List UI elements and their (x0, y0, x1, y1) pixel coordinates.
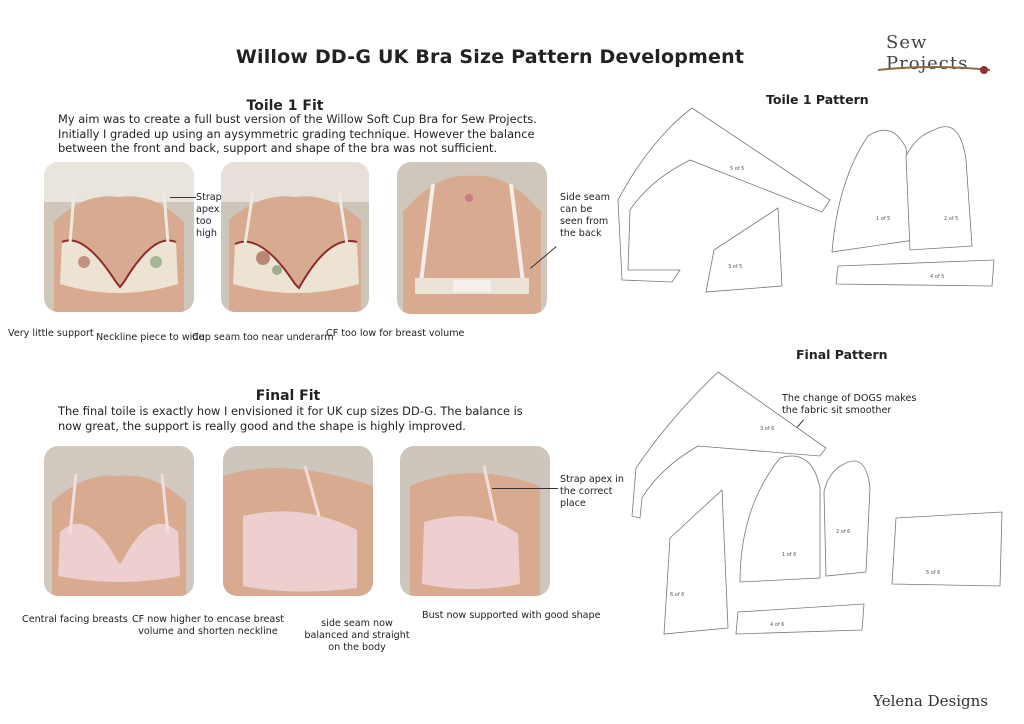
pattern-piece (735, 603, 865, 635)
pattern-piece (631, 371, 827, 519)
ann-cf-higher: CF now higher to encase breast volume an… (131, 614, 285, 637)
final-pattern-drawing: 3 of 6 1 of 6 2 of 6 5 of 6 6 of 6 4 of … (631, 371, 1003, 635)
pattern-piece (905, 126, 973, 251)
ann-line (492, 488, 558, 489)
ann-side-seam: Side seam can be seen from the back (560, 192, 610, 239)
piece-label: 5 of 6 (926, 570, 940, 576)
toile1-heading: Toile 1 Fit (246, 98, 324, 114)
piece-label: 5 of 5 (730, 166, 744, 172)
final-side-photo (223, 446, 373, 596)
toile1-pattern-drawing: 5 of 5 1 of 5 2 of 5 3 of 5 4 of 5 (617, 107, 995, 293)
ann-cf-low: CF too low for breast volume (326, 328, 465, 339)
piece-label: 2 of 6 (836, 529, 850, 535)
toile1-angle-photo (221, 162, 369, 312)
piece-label: 1 of 5 (876, 216, 890, 222)
final-description: The final toile is exactly how I envisio… (58, 404, 523, 433)
final-side2-photo (400, 446, 550, 596)
pattern-piece (823, 460, 871, 577)
ann-side-seam-balanced: side seam now balanced and straight on t… (304, 618, 410, 653)
piece-label: 1 of 6 (782, 552, 796, 558)
ann-neckline-wide: Neckline piece to wide (96, 332, 205, 343)
toile1-description: My aim was to create a full bust version… (58, 112, 537, 155)
final-front-photo (44, 446, 194, 596)
needle-icon (877, 66, 991, 74)
logo-text: Sew Projects (886, 32, 969, 74)
piece-label: 4 of 5 (930, 274, 944, 280)
footer-brand: Yelena Designs (873, 692, 988, 710)
piece-label: 4 of 6 (770, 622, 784, 628)
ann-little-support: Very little support (8, 328, 94, 339)
ann-strap-apex-correct: Strap apex in the correct place (560, 474, 624, 509)
sew-projects-logo: Sew Projects (872, 30, 1002, 80)
toile1-front-photo (44, 162, 194, 312)
pattern-piece (739, 455, 821, 583)
ann-central-facing: Central facing breasts (22, 614, 128, 625)
ann-cup-seam: Cup seam too near underarm (192, 332, 334, 343)
ann-strap-apex: Strap apex too high (196, 192, 222, 239)
pattern-piece (891, 511, 1003, 587)
piece-label: 2 of 5 (944, 216, 958, 222)
pattern-piece (705, 207, 783, 293)
pattern-piece (663, 489, 729, 635)
piece-label: 3 of 6 (760, 426, 774, 432)
toile1-pattern-title: Toile 1 Pattern (766, 92, 869, 107)
piece-label: 3 of 5 (728, 264, 742, 270)
dogs-note: The change of DOGS makes the fabric sit … (782, 393, 917, 416)
final-pattern-title: Final Pattern (796, 347, 888, 362)
ann-line (170, 197, 196, 198)
ann-bust-supported: Bust now supported with good shape (422, 610, 601, 621)
piece-label: 6 of 6 (670, 592, 684, 598)
pattern-piece (617, 107, 831, 283)
pattern-piece (835, 259, 995, 287)
final-heading: Final Fit (255, 388, 321, 404)
toile1-back-photo (397, 162, 547, 314)
page-title: Willow DD-G UK Bra Size Pattern Developm… (235, 46, 745, 68)
pattern-piece (831, 129, 915, 253)
